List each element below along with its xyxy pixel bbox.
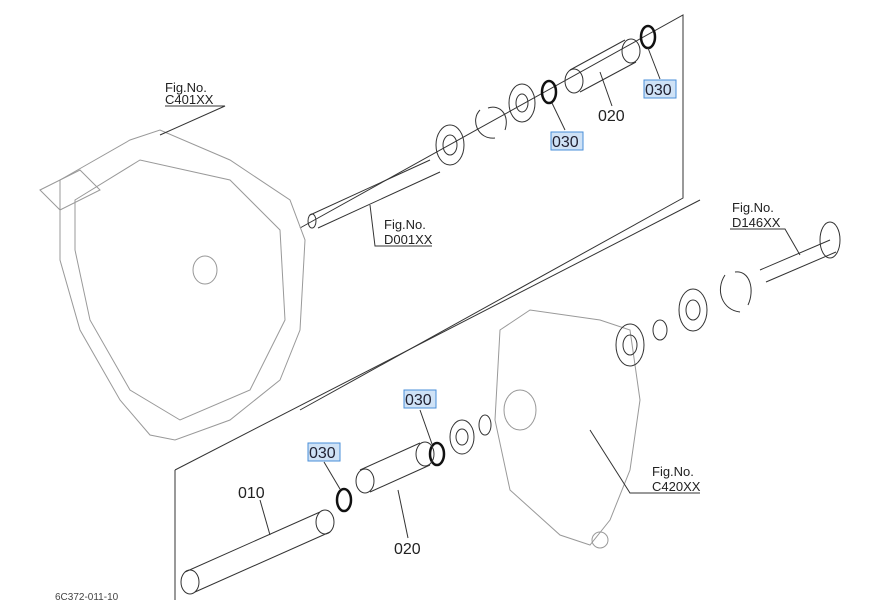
highlight-box (550, 131, 584, 151)
fig-code-c401xx[interactable]: C401XX (165, 92, 214, 107)
part-030-highlighted[interactable]: 030 (405, 392, 432, 409)
highlight-box (643, 79, 677, 99)
fig-code-d146xx[interactable]: D146XX (732, 215, 781, 230)
part-010[interactable]: 010 (238, 485, 265, 502)
diagram-code: 6C372-011-10 (55, 592, 119, 603)
housing-c420xx (494, 309, 641, 549)
fig-code-d001xx[interactable]: D001XX (384, 232, 433, 247)
shaft-d001xx (307, 24, 657, 229)
fig-label: Fig.No. (732, 200, 774, 215)
frame-lines (174, 14, 701, 600)
fig-label: Fig.No. (652, 464, 694, 479)
lower-shaft-assembly (180, 414, 492, 595)
part-020-upper[interactable]: 020 (598, 108, 625, 125)
part-030-highlighted[interactable]: 030 (309, 445, 336, 462)
fig-label: Fig.No. (384, 217, 426, 232)
shaft-d146xx (615, 221, 841, 367)
fig-code-c420xx[interactable]: C420XX (652, 479, 701, 494)
leader-lines (159, 47, 801, 539)
housing-c401xx (39, 129, 306, 441)
highlight-box (307, 442, 341, 462)
fig-label: Fig.No. (165, 80, 207, 95)
part-030-highlighted[interactable]: 030 (645, 82, 672, 99)
highlight-box (403, 389, 437, 409)
part-020-lower[interactable]: 020 (394, 541, 421, 558)
part-030-highlighted[interactable]: 030 (552, 134, 579, 151)
